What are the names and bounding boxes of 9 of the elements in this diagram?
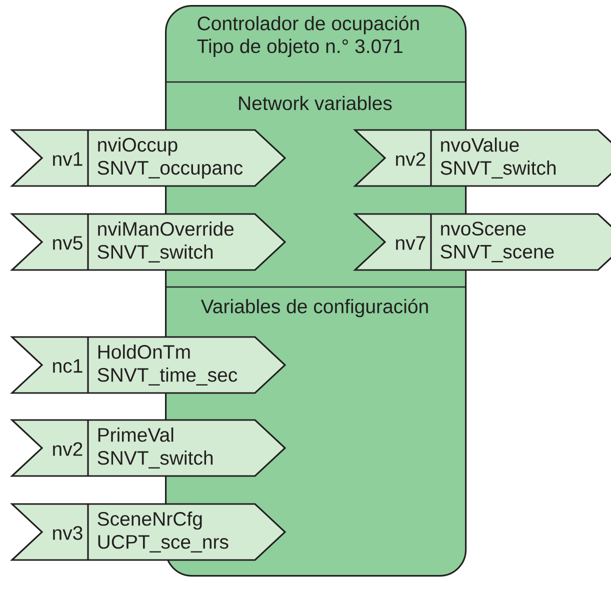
chevron-box: nv7 nvoScene SNVT_scene — [352, 213, 611, 271]
chevron-box: nv3 SceneNrCfg UCPT_sce_nrs — [10, 503, 286, 561]
chevron-box: nv5 nviManOverride SNVT_switch — [10, 213, 286, 271]
chevron-box: nv1 nviOccup SNVT_occupanc — [10, 129, 286, 187]
chevron-box: nv2 PrimeVal SNVT_switch — [10, 419, 286, 477]
chevron-box: nc1 HoldOnTm SNVT_time_sec — [10, 336, 286, 394]
chevron-box: nv2 nvoValue SNVT_switch — [352, 129, 611, 187]
section-heading: Network variables — [239, 96, 392, 110]
section-heading: Variables de configuración — [200, 298, 428, 318]
